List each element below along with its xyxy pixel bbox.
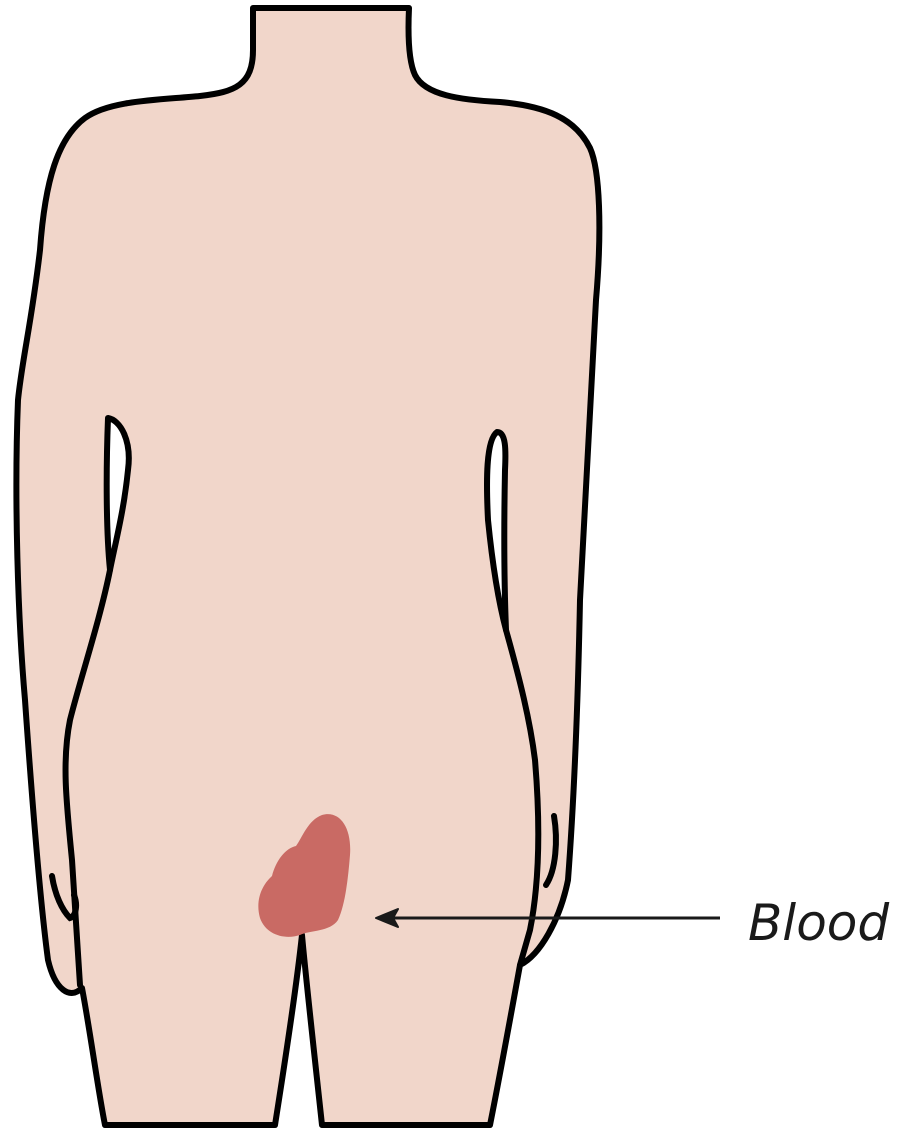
- blood-label: Blood: [748, 894, 889, 952]
- body-silhouette: [16, 8, 599, 1125]
